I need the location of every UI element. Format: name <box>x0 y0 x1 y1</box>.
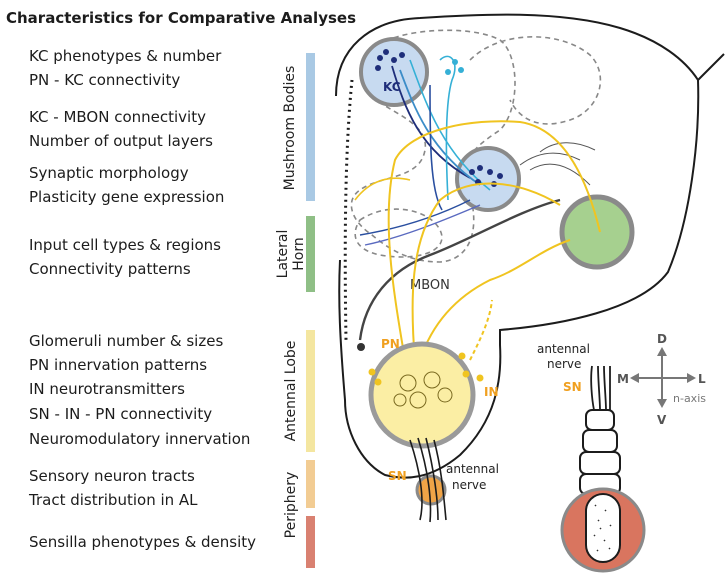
sn-fibers <box>409 437 447 523</box>
bar-periphery <box>306 460 315 508</box>
feature-synaptic-morphology: Synaptic morphology <box>29 164 189 182</box>
pn-tract-left <box>354 177 411 201</box>
axis-m: M <box>617 372 629 386</box>
feature-sensory-tracts: Sensory neuron tracts <box>29 467 195 485</box>
kc-axon-cyan <box>409 59 491 191</box>
antennal-nerve-label-brain-line2: nerve <box>452 478 486 492</box>
feature-pn-innervation: PN innervation patterns <box>29 356 208 374</box>
brain-left-edge-dotted <box>343 79 354 341</box>
lateral-horn <box>559 194 635 270</box>
mb-outline-dashed-3 <box>354 208 443 258</box>
sn-label-antenna: SN <box>563 380 582 394</box>
pn-tract-2 <box>411 182 561 363</box>
feature-kc-phenotypes: KC phenotypes & number <box>29 47 222 65</box>
axis-l: L <box>698 372 706 386</box>
figure-title: Characteristics for Comparative Analyses <box>6 9 357 27</box>
antenna-segments <box>579 409 621 495</box>
antennal-nerve-label-antenna-line1: antennal <box>537 342 590 356</box>
kc-label: KC <box>383 80 401 94</box>
feature-sensilla: Sensilla phenotypes & density <box>29 533 257 551</box>
axis-d: D <box>657 332 667 346</box>
feature-output-layers: Number of output layers <box>29 132 213 150</box>
kc-somata <box>375 49 405 71</box>
feature-input-cell-types: Input cell types & regions <box>29 236 221 254</box>
axis-v: V <box>657 413 667 427</box>
mb-outline-dashed <box>350 29 516 263</box>
antennal-lobe <box>368 341 476 449</box>
pn-tract-1 <box>387 120 601 361</box>
feature-tract-distribution: Tract distribution in AL <box>29 491 198 509</box>
mb-outline-dashed-2 <box>469 36 602 125</box>
feature-kc-mbon-connectivity: KC - MBON connectivity <box>29 108 206 126</box>
feature-connectivity-patterns: Connectivity patterns <box>29 260 191 278</box>
antenna-club <box>585 493 621 563</box>
bar-lateral-horn <box>306 216 315 292</box>
pn-tract-dashed <box>469 299 493 361</box>
pn-somata <box>368 352 484 386</box>
kc-axon-dark <box>391 65 471 179</box>
mbon-label: MBON <box>410 278 450 293</box>
antennal-nerve-label-brain-line1: antennal <box>446 462 499 476</box>
feature-plasticity-gene-expression: Plasticity gene expression <box>29 188 225 206</box>
axis-n: n-axis <box>673 392 706 405</box>
glomeruli <box>393 371 453 409</box>
feature-neuromodulatory: Neuromodulatory innervation <box>29 430 251 448</box>
pn-label: PN <box>381 337 400 351</box>
feature-in-neurotransmitters: IN neurotransmitters <box>29 380 185 398</box>
compass-arrows <box>636 353 690 402</box>
kc-cyan-somata <box>445 59 464 75</box>
bar-mushroom-bodies <box>306 53 315 201</box>
sn-label-brain: SN <box>388 469 407 483</box>
lh-arbor <box>519 142 596 186</box>
antenna-fibers <box>590 365 611 411</box>
bar-antennal-lobe <box>306 330 315 452</box>
mbon-blue-lower-2 <box>364 204 481 246</box>
feature-sn-in-pn-connectivity: SN - IN - PN connectivity <box>29 405 213 423</box>
feature-pn-kc-connectivity: PN - KC connectivity <box>29 71 181 89</box>
mbon-tract <box>358 198 561 341</box>
kc-axon-mid <box>399 69 481 186</box>
mbon-soma <box>357 343 365 351</box>
antenna-club-stipple <box>593 504 612 552</box>
pn-tract-3 <box>419 239 571 361</box>
kc-cyan-branch <box>439 55 456 201</box>
brain-outline <box>335 13 725 479</box>
bar-sensilla <box>306 516 315 568</box>
feature-glomeruli: Glomeruli number & sizes <box>29 332 224 350</box>
mb-lobe-circle <box>455 146 521 212</box>
antennal-nerve-label-antenna-line2: nerve <box>547 357 581 371</box>
in-label: IN <box>484 385 499 399</box>
mbon-blue-lower <box>359 199 471 236</box>
compass-heads <box>630 347 696 408</box>
